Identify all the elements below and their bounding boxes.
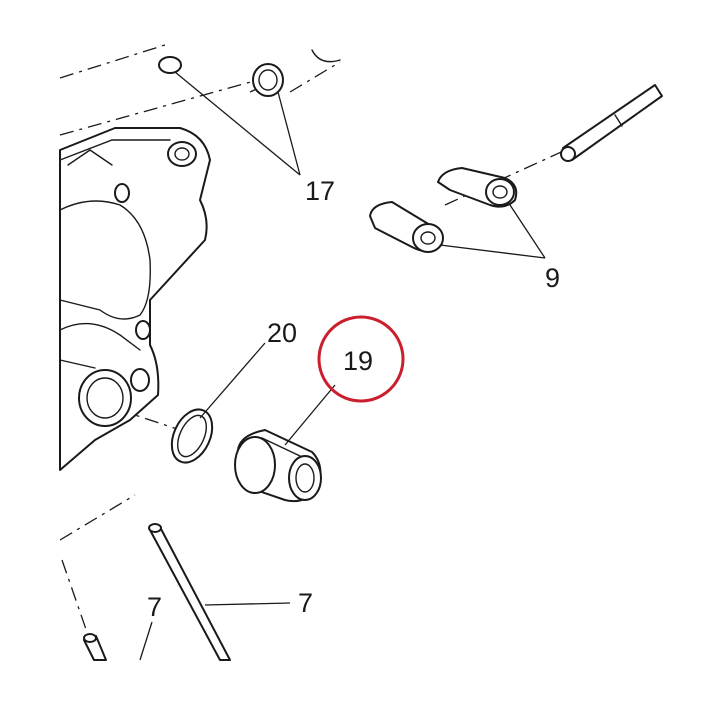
washer-17-left bbox=[158, 56, 182, 74]
callout-7-right: 7 bbox=[298, 588, 313, 618]
highlight-circle bbox=[317, 315, 405, 403]
callout-9: 9 bbox=[545, 263, 560, 293]
o-ring-20 bbox=[170, 408, 214, 464]
leader-lines bbox=[139, 71, 546, 661]
callout-7-left: 7 bbox=[147, 592, 162, 622]
plug-bushing-19 bbox=[234, 429, 322, 503]
washer-17-pair bbox=[158, 49, 341, 97]
callout-20: 20 bbox=[267, 318, 297, 348]
callout-17: 17 bbox=[305, 176, 335, 206]
washer-17-right bbox=[252, 63, 284, 97]
rocker-arm-pair-9 bbox=[369, 167, 518, 253]
rocker-shaft bbox=[560, 84, 663, 162]
pushrod-pair-7 bbox=[83, 523, 231, 661]
cylinder-head-housing bbox=[59, 127, 211, 471]
callout-19: 19 bbox=[343, 346, 373, 376]
callout-labels: 17 9 20 19 7 7 bbox=[147, 176, 560, 622]
